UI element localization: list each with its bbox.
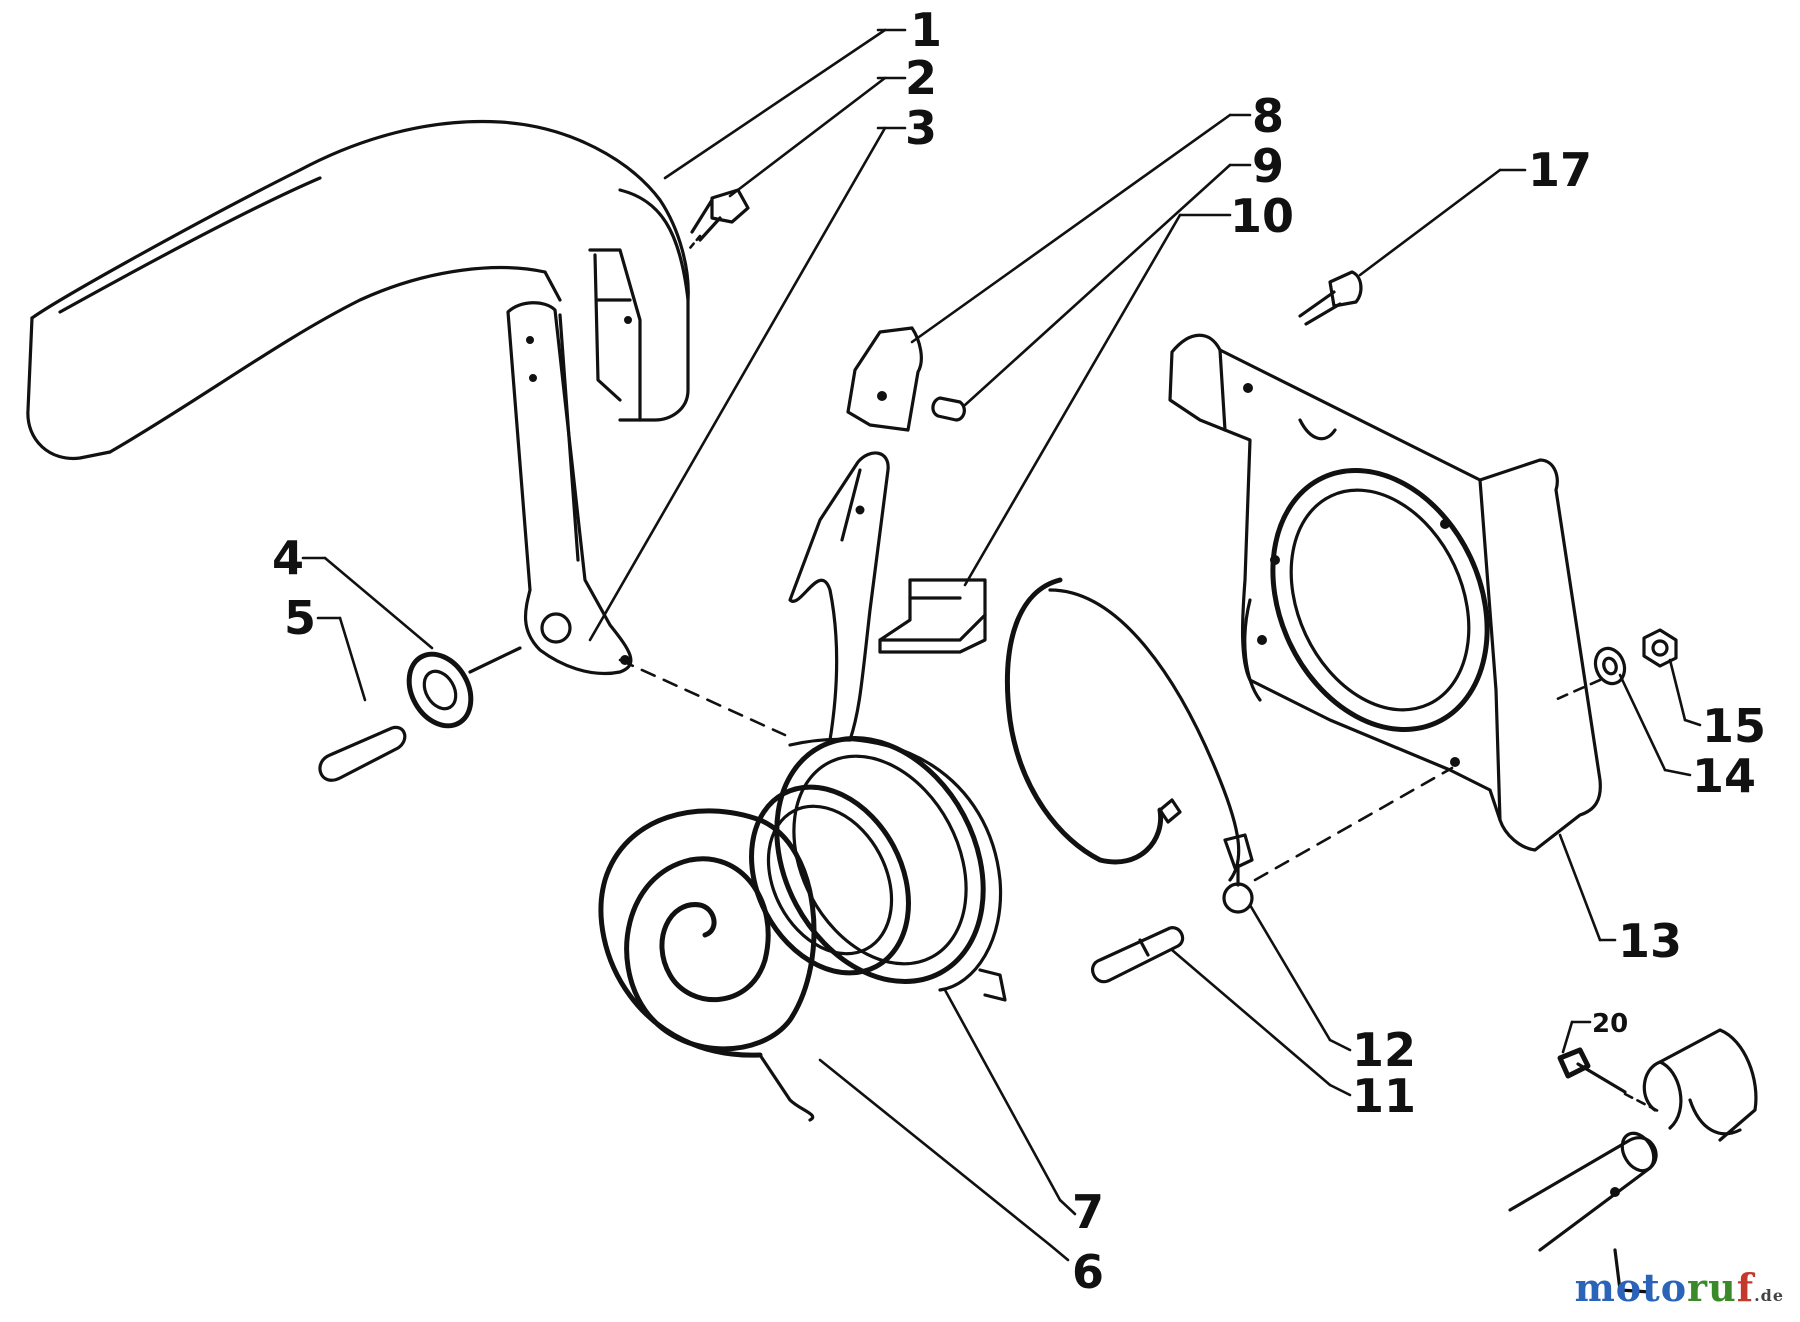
callout-9: 9 — [1252, 139, 1284, 193]
part-4-bushing — [406, 646, 522, 729]
callout-15: 15 — [1702, 699, 1766, 753]
part-5-pin — [318, 725, 407, 782]
callout-10: 10 — [1230, 189, 1294, 243]
part-7-brake-drum — [749, 451, 1007, 1002]
part-10-block — [878, 578, 987, 654]
part-12-brake-band — [1005, 577, 1254, 914]
part-8-clip — [846, 326, 923, 432]
part-3-lever-arm — [506, 301, 633, 676]
part-17-screw — [1298, 270, 1363, 326]
callout-2: 2 — [905, 51, 937, 105]
callout-17: 17 — [1528, 143, 1592, 197]
part-14-washer — [1593, 646, 1627, 686]
callout-14: 14 — [1692, 749, 1756, 803]
part-2-bolt — [688, 188, 750, 250]
callout-7: 7 — [1072, 1185, 1104, 1239]
callout-6: 6 — [1072, 1245, 1104, 1299]
callout-3: 3 — [905, 101, 937, 155]
callout-13: 13 — [1618, 914, 1682, 968]
callout-20: 20 — [1592, 1009, 1628, 1039]
leader-lines — [323, 28, 1687, 1247]
part-13-cover — [1168, 333, 1602, 852]
part-15-nut — [1642, 628, 1678, 668]
part-9-key — [931, 396, 966, 422]
callout-12: 12 — [1352, 1023, 1416, 1077]
part-20-screw — [1557, 1047, 1627, 1094]
callout-5: 5 — [284, 591, 316, 645]
part-11-stud — [1091, 926, 1185, 984]
callout-4: 4 — [272, 531, 304, 585]
handle-tube-fragment — [1508, 1028, 1758, 1294]
callout-1: 1 — [910, 3, 942, 57]
site-watermark-logo: motoruf.de — [1574, 1265, 1784, 1310]
callout-8: 8 — [1252, 89, 1284, 143]
callout-labels: 1 2 3 4 5 6 7 8 9 10 11 12 13 14 15 17 2 — [272, 3, 1766, 1299]
part-6-spring — [598, 808, 817, 1122]
part-1-handle-bar — [26, 119, 690, 461]
callout-11: 11 — [1352, 1069, 1416, 1123]
